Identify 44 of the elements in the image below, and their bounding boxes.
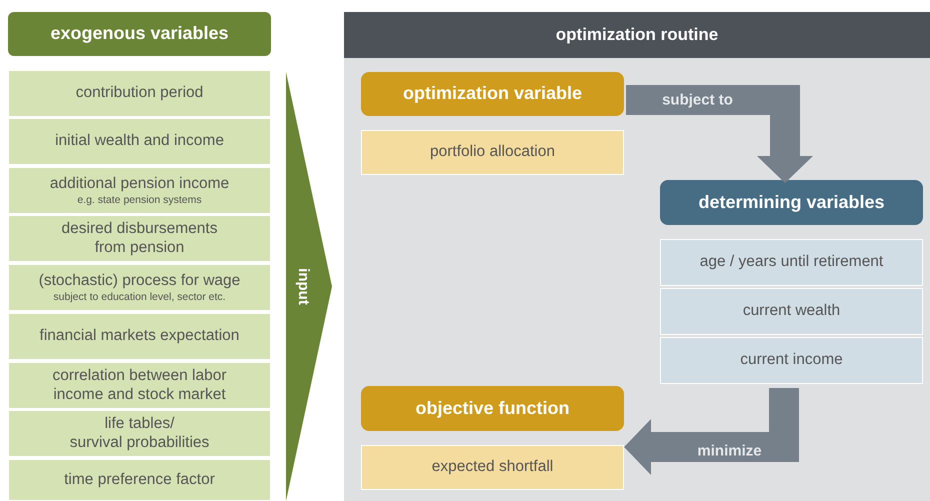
input-chevron: [286, 72, 332, 501]
item-text: time preference factor: [64, 470, 215, 490]
item-box: [8, 313, 271, 360]
item-box: [361, 130, 624, 175]
item-text: current wealth: [742, 302, 840, 321]
item-box: [660, 239, 923, 286]
item-box: [8, 362, 271, 409]
item-text: initial wealth and income: [55, 132, 224, 151]
item-text: exogenous variables: [50, 23, 229, 45]
note-text: e.g. state pension systems: [77, 194, 202, 206]
item-box: [660, 337, 923, 384]
edge-label: subject to: [662, 92, 733, 108]
item-text: life tables/ survival probabilities: [68, 414, 210, 452]
item-text: additional pension income: [50, 174, 230, 194]
section-header: [361, 72, 624, 116]
item-text: determining variables: [698, 192, 885, 214]
item-box: [8, 410, 271, 457]
item-text: optimization variable: [402, 83, 582, 105]
panel-header: optimization routine: [344, 12, 930, 58]
item-box: [8, 215, 271, 262]
item-text: (stochastic) process for wage: [38, 272, 240, 290]
item-box: [660, 288, 923, 335]
item-text: financial markets expectation: [40, 327, 240, 346]
item-box: [8, 167, 271, 214]
item-box: [8, 118, 271, 165]
item-box: [8, 264, 271, 311]
item-text: desired disbursements from pension: [60, 220, 218, 258]
item-text: objective function: [415, 398, 570, 420]
item-text: current income: [740, 351, 843, 370]
note-text: subject to education level, sector etc.: [53, 290, 226, 304]
item-text: contribution period: [76, 84, 204, 103]
item-box: [8, 459, 271, 501]
item-box: [361, 445, 624, 490]
section-header: [660, 180, 923, 225]
chevron-label: input: [294, 268, 312, 305]
item-text: age / years until retirement: [700, 253, 884, 272]
item-text: correlation between labor income and stock market: [51, 366, 228, 404]
item-text: portfolio allocation: [430, 143, 555, 162]
block-arrow: [626, 85, 813, 183]
section-header: [361, 386, 624, 431]
item-box: [8, 70, 271, 117]
panel: [344, 12, 930, 501]
item-text: expected shortfall: [432, 458, 554, 477]
section-header: [8, 12, 271, 56]
